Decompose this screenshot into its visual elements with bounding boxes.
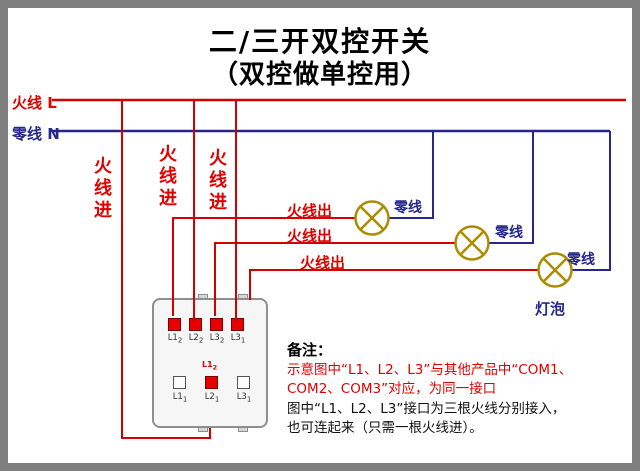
terminal-bottom-3 [237, 376, 250, 389]
neutral-bus-label: 零线 N [12, 125, 60, 143]
live-out-wire-3 [249, 269, 538, 300]
panel-tab-top-left [198, 294, 208, 299]
terminal-mini-label: L12 [202, 360, 218, 372]
terminal-bottom-1 [173, 376, 186, 389]
remarks-heading: 备注： [287, 341, 333, 359]
terminal-top-1 [168, 318, 181, 331]
live-bus-label: 火线 L [12, 94, 57, 112]
live-in-label-3: 火线进 [206, 148, 227, 214]
bulb-label: 灯泡 [535, 300, 566, 318]
terminal-bottom-2 [205, 376, 218, 389]
remark-black-line-2: 也可连起来（只需一根火线进）。 [287, 420, 483, 436]
panel-tab-top-right [238, 294, 248, 299]
terminal-top-2 [189, 318, 202, 331]
live-in-label-1: 火线进 [91, 156, 112, 222]
panel-tab-bottom-right [238, 427, 248, 432]
terminal-bottom-label-2: L21 [204, 392, 220, 404]
terminal-top-label-4: L31 [230, 333, 246, 345]
switch-panel: L12 L22 L32 L31 L12 L11 L21 L31 [152, 294, 268, 432]
panel-tab-bottom-left [198, 427, 208, 432]
live-in-label-2: 火线进 [156, 144, 177, 210]
remark-red-line-1: 示意图中“L1、L2、L3”与其他产品中“COM1、 [287, 362, 573, 378]
terminal-bottom-label-3: L31 [236, 392, 252, 404]
live-out-label-1: 火线出 [287, 202, 333, 220]
remark-black-line-1: 图中“L1、L2、L3”接口为三根火线分别接入， [287, 401, 566, 417]
terminal-bottom-label-1: L11 [172, 392, 188, 404]
lamp-icon-1 [354, 200, 390, 236]
terminal-top-3 [210, 318, 223, 331]
diagram-canvas: 二/三开双控开关 （双控做单控用） 火线 L 零线 N L12 L22 L32 … [8, 8, 632, 463]
live-out-label-2: 火线出 [287, 227, 333, 245]
terminal-top-label-1: L12 [167, 333, 183, 345]
diagram-subtitle: （双控做单控用） [211, 60, 428, 90]
terminal-top-label-3: L32 [209, 333, 225, 345]
neutral-label-2: 零线 [495, 225, 523, 241]
lamp-icon-2 [454, 225, 490, 261]
terminal-top-label-2: L22 [188, 333, 204, 345]
remark-red-line-2: COM2、COM3”对应，为同一接口 [287, 381, 497, 397]
neutral-label-1: 零线 [394, 200, 422, 216]
neutral-label-3: 零线 [567, 252, 595, 268]
diagram-title: 二/三开双控开关 [208, 25, 432, 58]
live-out-label-3: 火线出 [300, 254, 346, 272]
terminal-top-4 [231, 318, 244, 331]
